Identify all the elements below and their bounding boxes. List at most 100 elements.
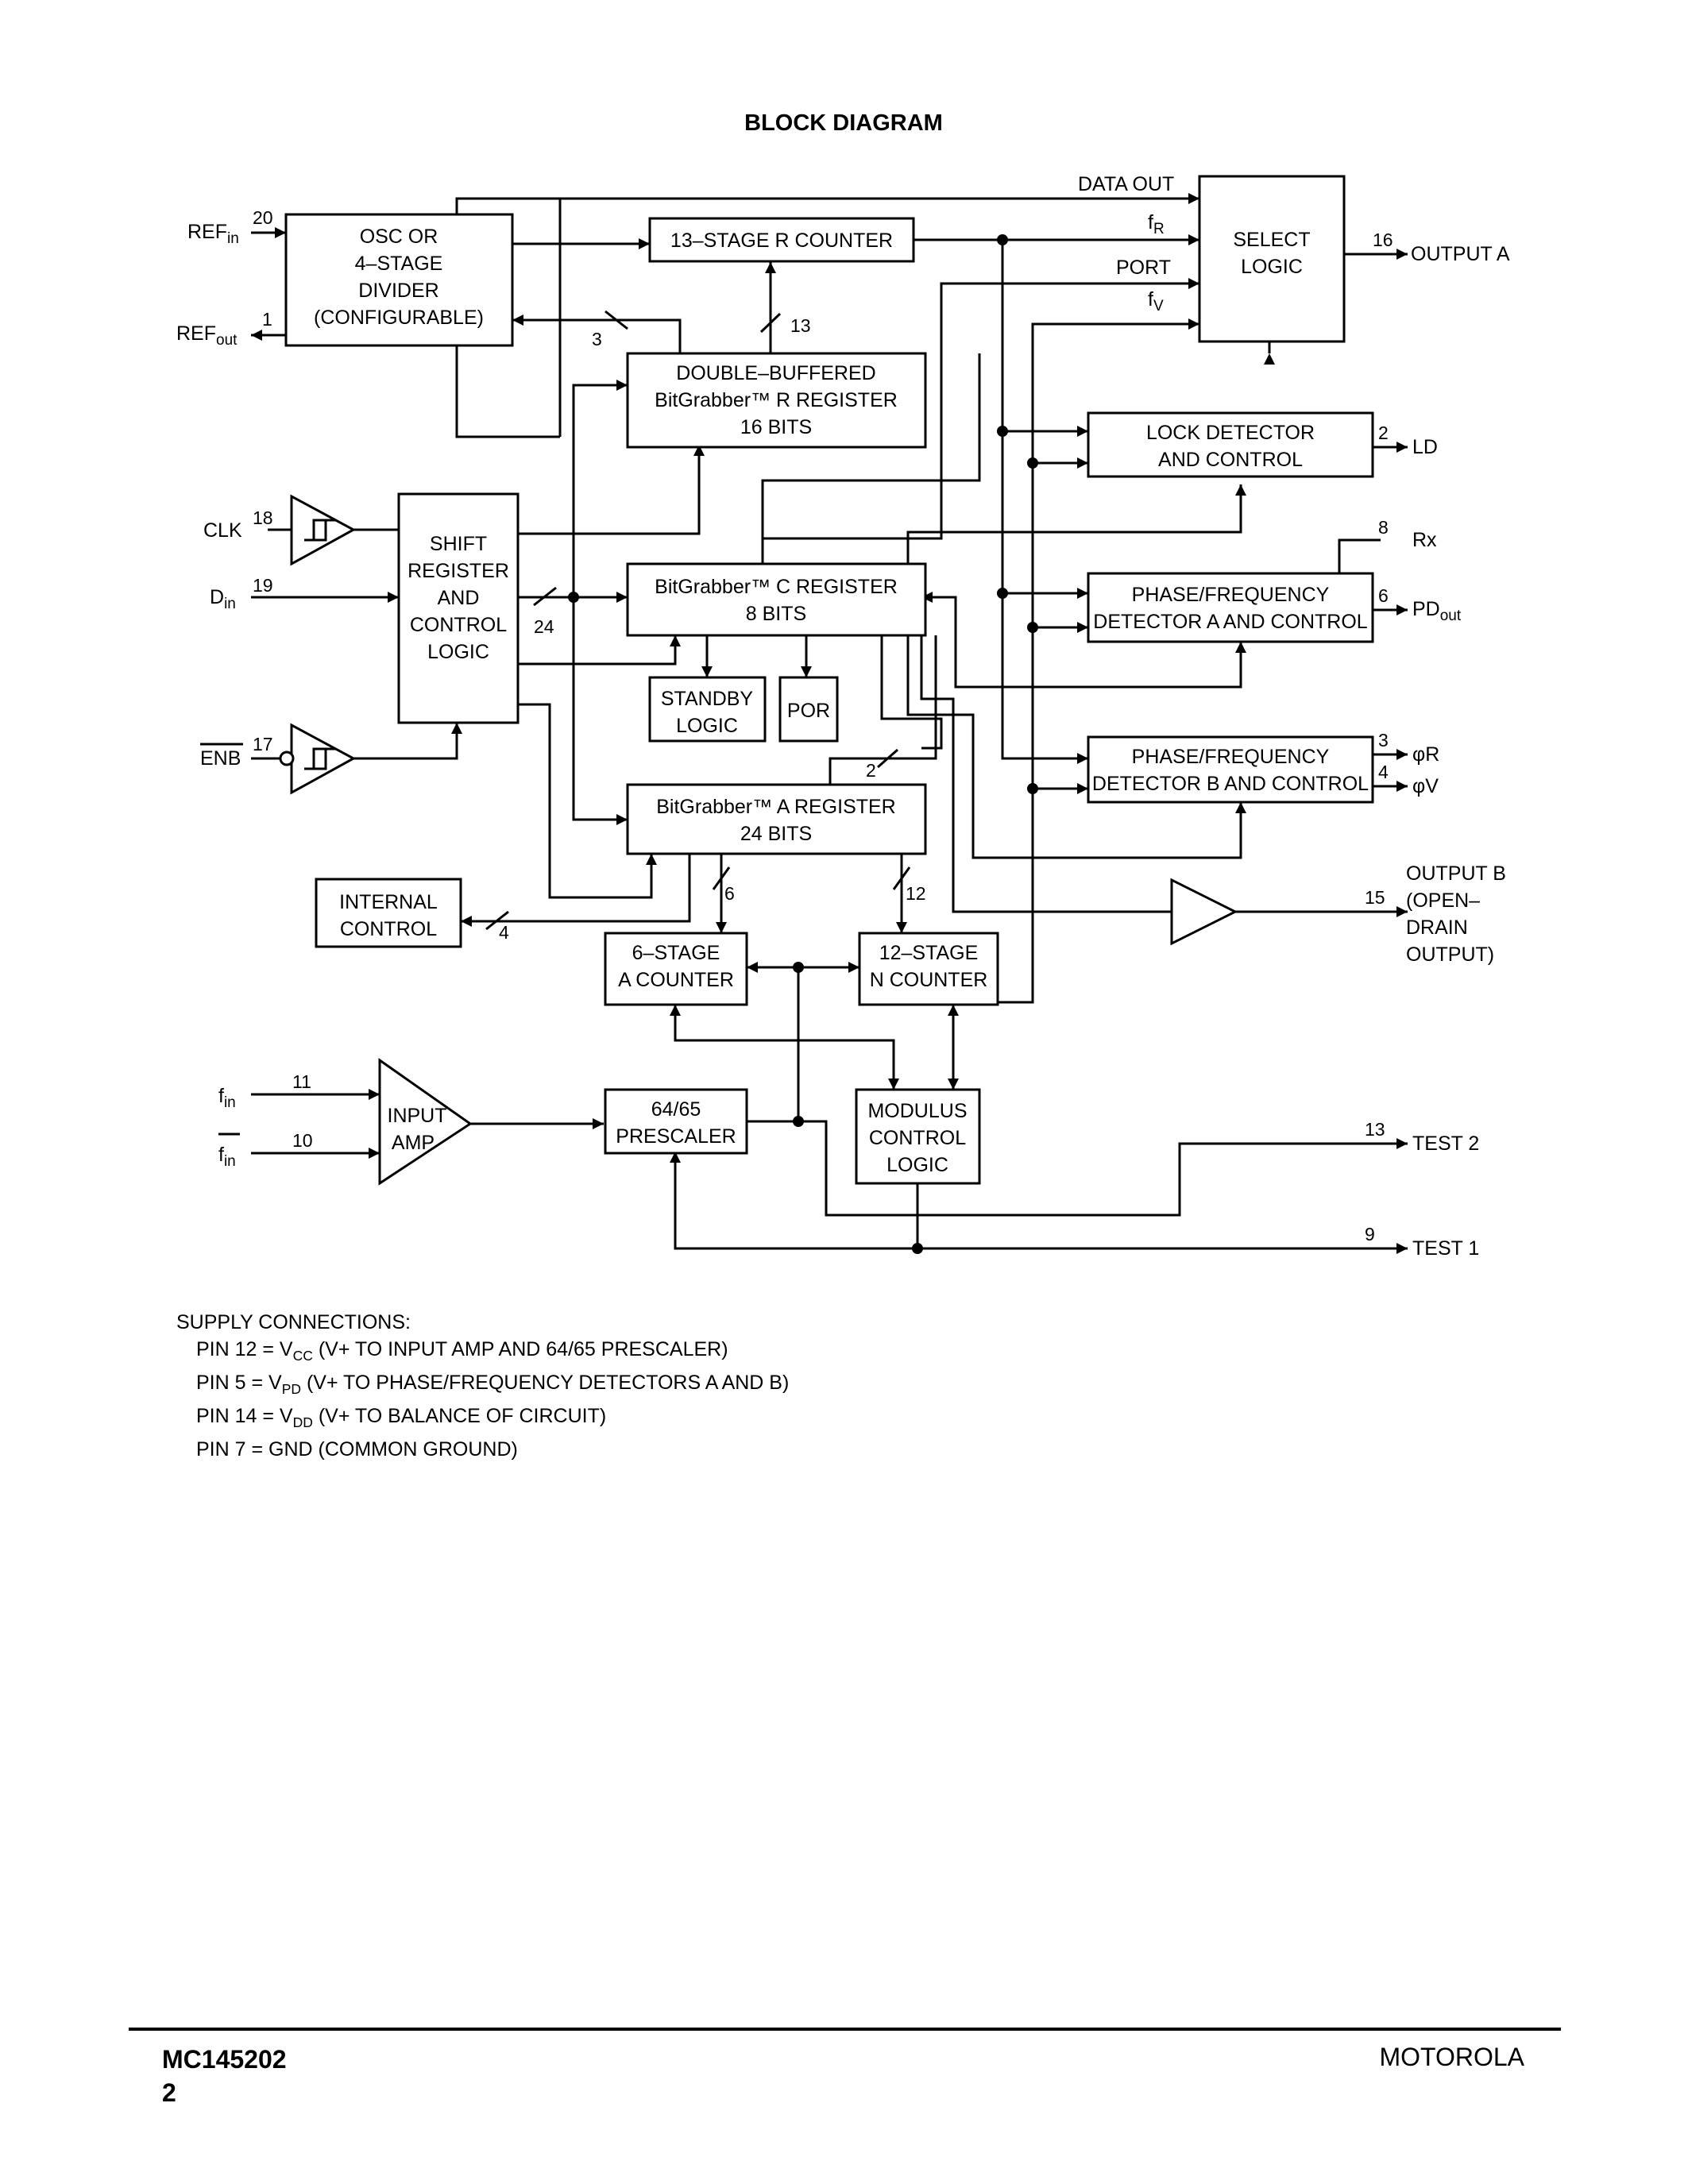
supply-line: PIN 5 = VPD (V+ TO PHASE/FREQUENCY DETEC…: [196, 1372, 790, 1397]
pfd-b-block: PHASE/FREQUENCY DETECTOR B AND CONTROL: [1087, 735, 1374, 804]
svg-text:DETECTOR A AND CONTROL: DETECTOR A AND CONTROL: [1093, 611, 1368, 633]
n-counter-block: 12–STAGE N COUNTER: [858, 932, 999, 1006]
svg-text:PRESCALER: PRESCALER: [616, 1125, 736, 1148]
test2-label: TEST 2: [1412, 1133, 1479, 1155]
svg-text:SHIFT: SHIFT: [430, 533, 487, 555]
svg-text:A COUNTER: A COUNTER: [618, 969, 734, 991]
svg-text:LOCK DETECTOR: LOCK DETECTOR: [1146, 422, 1315, 444]
pin-numbers: 20 1 18 19 17 11 10 16 2 8 6 3 4 15 13 9: [253, 207, 1393, 1244]
phi-r-label: φR: [1412, 743, 1439, 766]
svg-text:LOGIC: LOGIC: [427, 641, 489, 663]
arrowheads: [251, 193, 1408, 1254]
fr-label: fR: [1148, 211, 1165, 237]
svg-text:11: 11: [292, 1071, 311, 1092]
footer-brand: MOTOROLA: [1379, 2043, 1524, 2071]
svg-text:2: 2: [866, 760, 876, 781]
svg-text:BitGrabber™ C REGISTER: BitGrabber™ C REGISTER: [655, 576, 898, 598]
svg-text:AND: AND: [438, 587, 480, 609]
phi-v-label: φV: [1412, 775, 1439, 797]
fin-bar-label: fin: [218, 1144, 236, 1170]
footer-left: MC145202 2: [162, 2043, 287, 2109]
data-out-label: DATA OUT: [1078, 173, 1174, 195]
shift-register-block: SHIFT REGISTER AND CONTROL LOGIC: [397, 492, 520, 724]
r-register-block: DOUBLE–BUFFERED BitGrabber™ R REGISTER 1…: [626, 352, 927, 449]
fv-label: fV: [1148, 288, 1164, 314]
svg-text:CONTROL: CONTROL: [340, 918, 437, 940]
por-block: POR: [778, 676, 839, 743]
svg-text:DRAIN: DRAIN: [1406, 916, 1468, 939]
svg-text:13: 13: [1365, 1119, 1385, 1140]
select-logic-block: SELECT LOGIC: [1198, 175, 1346, 343]
supply-line: PIN 12 = VCC (V+ TO INPUT AMP AND 64/65 …: [196, 1338, 728, 1364]
ref-in-label: REFin: [187, 221, 239, 247]
ref-out-label: REFout: [176, 322, 238, 349]
modulus-control-block: MODULUS CONTROL LOGIC: [855, 1088, 981, 1185]
output-b-label: OUTPUT B (OPEN– DRAIN OUTPUT): [1406, 862, 1506, 966]
svg-text:9: 9: [1365, 1224, 1375, 1244]
svg-text:LOGIC: LOGIC: [886, 1154, 948, 1176]
svg-text:8: 8: [1378, 517, 1389, 538]
ld-label: LD: [1412, 436, 1438, 458]
svg-text:16 BITS: 16 BITS: [740, 416, 812, 438]
svg-text:N COUNTER: N COUNTER: [870, 969, 988, 991]
svg-text:24 BITS: 24 BITS: [740, 823, 812, 845]
svg-text:17: 17: [253, 734, 273, 754]
svg-text:19: 19: [253, 575, 273, 596]
svg-text:8 BITS: 8 BITS: [746, 603, 806, 625]
svg-text:10: 10: [292, 1130, 313, 1151]
footer-rule: [129, 2028, 1561, 2031]
svg-text:4–STAGE: 4–STAGE: [355, 253, 443, 275]
svg-text:SELECT: SELECT: [1233, 229, 1310, 251]
junctions: [568, 234, 1038, 1254]
diagram-title: BLOCK DIAGRAM: [744, 110, 943, 136]
port-label: PORT: [1116, 257, 1171, 279]
standby-logic-block: STANDBY LOGIC: [648, 676, 767, 743]
svg-text:18: 18: [253, 507, 273, 528]
enb-label: ENB: [200, 747, 241, 770]
svg-text:6: 6: [1378, 585, 1389, 606]
clk-buffer: [290, 494, 357, 566]
svg-text:CONTROL: CONTROL: [410, 614, 507, 636]
supply-connections: SUPPLY CONNECTIONS: PIN 12 = VCC (V+ TO …: [176, 1309, 789, 1463]
svg-text:PHASE/FREQUENCY: PHASE/FREQUENCY: [1132, 584, 1330, 606]
svg-text:3: 3: [592, 329, 602, 349]
svg-text:LOGIC: LOGIC: [1241, 256, 1303, 278]
pd-out-label: PDout: [1412, 598, 1462, 624]
svg-text:REGISTER: REGISTER: [408, 560, 509, 582]
svg-text:DIVIDER: DIVIDER: [358, 280, 438, 302]
svg-text:POR: POR: [787, 700, 830, 722]
svg-text:4: 4: [499, 922, 509, 943]
svg-text:13–STAGE R COUNTER: 13–STAGE R COUNTER: [670, 230, 893, 252]
svg-text:12: 12: [906, 883, 926, 904]
page-number: 2: [162, 2078, 176, 2107]
svg-text:13: 13: [790, 315, 811, 336]
input-amp-block: INPUT AMP: [378, 1058, 473, 1186]
bus-widths: 3 13 24 2 4 6 12: [499, 315, 926, 943]
svg-text:6–STAGE: 6–STAGE: [632, 942, 720, 964]
svg-text:OUTPUT): OUTPUT): [1406, 943, 1494, 966]
svg-text:DETECTOR B AND CONTROL: DETECTOR B AND CONTROL: [1092, 773, 1369, 795]
svg-text:(OPEN–: (OPEN–: [1406, 889, 1480, 912]
r-counter-block: 13–STAGE R COUNTER: [648, 217, 915, 263]
prescaler-block: 64/65 PRESCALER: [604, 1088, 748, 1155]
c-register-block: BitGrabber™ C REGISTER 8 BITS: [626, 562, 927, 637]
svg-text:12–STAGE: 12–STAGE: [879, 942, 979, 964]
svg-text:CONTROL: CONTROL: [869, 1127, 966, 1149]
test1-label: TEST 1: [1412, 1237, 1479, 1260]
lock-detector-block: LOCK DETECTOR AND CONTROL: [1087, 411, 1374, 478]
clk-label: CLK: [203, 519, 242, 542]
svg-text:20: 20: [253, 207, 273, 228]
osc-divider-block: OSC OR 4–STAGE DIVIDER (CONFIGURABLE): [284, 213, 514, 347]
svg-text:2: 2: [1378, 423, 1389, 443]
svg-text:16: 16: [1373, 230, 1393, 250]
fin-label: fin: [218, 1085, 236, 1111]
bus-slashes: [485, 310, 911, 931]
svg-text:PHASE/FREQUENCY: PHASE/FREQUENCY: [1132, 746, 1330, 768]
internal-control-block: INTERNAL CONTROL: [315, 878, 462, 948]
svg-text:AND CONTROL: AND CONTROL: [1158, 449, 1303, 471]
supply-line: PIN 7 = GND (COMMON GROUND): [196, 1438, 518, 1461]
svg-text:64/65: 64/65: [651, 1098, 701, 1121]
svg-text:STANDBY: STANDBY: [661, 688, 754, 710]
svg-text:LOGIC: LOGIC: [676, 715, 738, 737]
